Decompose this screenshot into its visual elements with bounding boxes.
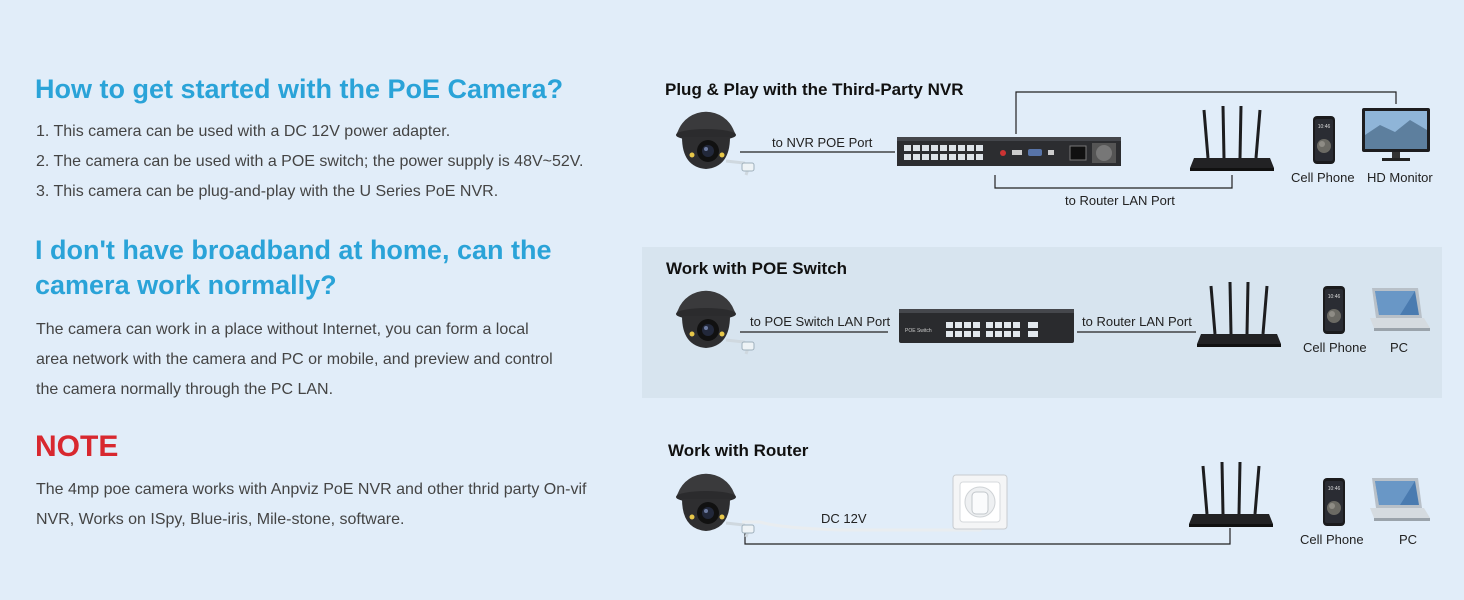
diagram1-title: Plug & Play with the Third-Party NVR — [665, 80, 964, 99]
diagram2-title: Work with POE Switch — [666, 259, 848, 278]
paragraph-line: area network with the camera and PC or m… — [36, 351, 553, 368]
step-item: 1. This camera can be used with a DC 12V… — [36, 123, 451, 140]
nvr-icon — [897, 137, 1121, 166]
no-broadband-paragraph: The camera can work in a place without I… — [36, 315, 553, 405]
note-title: NOTE — [35, 430, 119, 463]
dc-power-label: DC 12V — [821, 511, 867, 526]
note-paragraph: The 4mp poe camera works with Anpviz PoE… — [36, 475, 586, 535]
poe-switch-icon: POE Switch — [899, 309, 1074, 343]
nvr-port-label: to NVR POE Port — [772, 135, 873, 150]
pc-label: PC — [1390, 340, 1409, 355]
router-icon — [1187, 460, 1275, 529]
camera-icon — [674, 110, 756, 177]
router-icon — [1195, 280, 1283, 349]
cell-phone-icon — [1313, 116, 1335, 164]
camera-icon — [674, 472, 756, 539]
power-cable — [742, 515, 982, 532]
hd-monitor-icon — [1362, 108, 1430, 161]
diagram3-title: Work with Router — [668, 441, 809, 460]
hd-monitor-label: HD Monitor — [1367, 170, 1433, 185]
switch-text: POE Switch — [905, 328, 932, 334]
camera-icon — [674, 289, 756, 356]
pc-label: PC — [1399, 532, 1418, 547]
step-item: 2. The camera can be used with a POE swi… — [36, 153, 584, 170]
heading-no-broadband: I don't have broadband at home, can the … — [35, 233, 551, 303]
heading-line: I don't have broadband at home, can the — [35, 235, 552, 265]
laptop-icon — [1370, 288, 1430, 331]
steps-list: 1. This camera can be used with a DC 12V… — [36, 117, 583, 207]
nvr-connection-lines — [740, 91, 1397, 189]
heading-get-started: How to get started with the PoE Camera? — [35, 74, 564, 104]
laptop-icon — [1370, 478, 1430, 521]
cell-phone-icon — [1323, 286, 1345, 334]
cell-phone-label: Cell Phone — [1291, 170, 1355, 185]
note-line: NVR, Works on ISpy, Blue-iris, Mile-ston… — [36, 511, 405, 528]
step-item: 3. This camera can be plug-and-play with… — [36, 183, 499, 200]
cell-phone-label: Cell Phone — [1300, 532, 1364, 547]
note-line: The 4mp poe camera works with Anpviz PoE… — [36, 481, 587, 498]
cell-phone-icon — [1323, 478, 1345, 526]
router-port-label: to Router LAN Port — [1082, 314, 1192, 329]
router-icon — [1188, 104, 1276, 173]
wall-socket-icon — [952, 474, 1008, 530]
heading-line: camera work normally? — [35, 270, 337, 300]
router-port-label: to Router LAN Port — [1065, 193, 1175, 208]
switch-port-label: to POE Switch LAN Port — [750, 314, 891, 329]
paragraph-line: the camera normally through the PC LAN. — [36, 381, 334, 398]
cell-phone-label: Cell Phone — [1303, 340, 1367, 355]
paragraph-line: The camera can work in a place without I… — [36, 321, 529, 338]
